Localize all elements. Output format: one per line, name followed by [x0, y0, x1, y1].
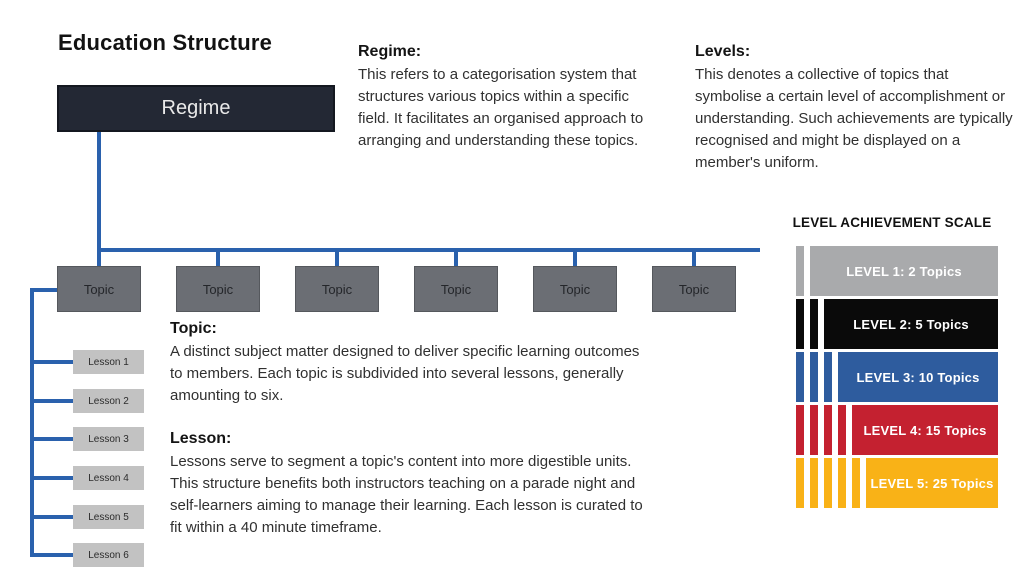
- ribbon-stripe: [838, 458, 846, 508]
- lesson-node-label: Lesson 4: [88, 472, 129, 484]
- ribbon-stripe: [796, 458, 804, 508]
- lesson-node-label: Lesson 5: [88, 511, 129, 523]
- regime-definition-body: This refers to a categorisation system t…: [358, 66, 644, 149]
- connector-topics-horizontal: [97, 248, 760, 252]
- connector-lesson-tree-vertical: [30, 288, 34, 557]
- topic-node-label: Topic: [202, 281, 234, 297]
- connector-stub-lesson-5: [34, 515, 73, 519]
- topic-node-label: Topic: [440, 281, 472, 297]
- level-5-bar: LEVEL 5: 25 Topics: [866, 458, 998, 508]
- level-1-bar: LEVEL 1: 2 Topics: [810, 246, 998, 296]
- ribbon-stripe: [824, 458, 832, 508]
- connector-stub-topic-3: [335, 250, 339, 268]
- regime-node: Regime: [57, 85, 335, 132]
- level-5-bar-label: LEVEL 5: 25 Topics: [870, 475, 994, 491]
- ribbon-stripe: [796, 299, 804, 349]
- levels-definition-heading: Levels:: [695, 43, 751, 60]
- level-1-bar-label: LEVEL 1: 2 Topics: [846, 263, 962, 279]
- connector-stub-topic-5: [573, 250, 577, 268]
- lesson-definition-block: Lesson: Lessons serve to segment a topic…: [170, 430, 656, 539]
- lesson-node-label: Lesson 2: [88, 395, 129, 407]
- regime-node-label: Regime: [161, 97, 231, 119]
- ribbon-stripe: [810, 352, 818, 402]
- level-4-bar: LEVEL 4: 15 Topics: [852, 405, 998, 455]
- ribbon-stripe: [810, 405, 818, 455]
- lesson-node-label: Lesson 6: [88, 549, 129, 561]
- level-3-bar-label: LEVEL 3: 10 Topics: [856, 369, 980, 385]
- levels-definition-body: This denotes a collective of topics that…: [695, 66, 1013, 171]
- regime-definition-heading: Regime:: [358, 43, 422, 60]
- scale-row-level-2: LEVEL 2: 5 Topics: [796, 299, 998, 349]
- topic-node-4: Topic: [414, 266, 498, 312]
- lesson-node-label: Lesson 1: [88, 356, 129, 368]
- connector-stub-topic-6: [692, 250, 696, 268]
- connector-stub-lesson-3: [34, 437, 73, 441]
- ribbon-stripe: [810, 458, 818, 508]
- level-2-bar: LEVEL 2: 5 Topics: [824, 299, 998, 349]
- topic-definition-body: A distinct subject matter designed to de…: [170, 343, 640, 404]
- ribbon-stripe: [796, 405, 804, 455]
- topic-node-label: Topic: [559, 281, 591, 297]
- topic-node-label: Topic: [83, 281, 115, 297]
- regime-definition-block: Regime: This refers to a categorisation …: [358, 43, 654, 152]
- connector-stub-topic-4: [454, 250, 458, 268]
- lesson-node-3: Lesson 3: [73, 427, 144, 451]
- connector-stub-lesson-4: [34, 476, 73, 480]
- ribbon-stripe: [810, 299, 818, 349]
- level-achievement-scale-title: LEVEL ACHIEVEMENT SCALE: [792, 215, 992, 230]
- lesson-definition-body: Lessons serve to segment a topic's conte…: [170, 453, 643, 536]
- lesson-node-2: Lesson 2: [73, 389, 144, 413]
- page-title: Education Structure: [58, 30, 273, 55]
- level-achievement-scale: LEVEL 1: 2 Topics LEVEL 2: 5 Topics LEVE…: [796, 246, 998, 508]
- topic-node-label: Topic: [321, 281, 353, 297]
- level-2-bar-label: LEVEL 2: 5 Topics: [853, 316, 969, 332]
- topic-definition-block: Topic: A distinct subject matter designe…: [170, 320, 656, 407]
- ribbon-stripe: [796, 352, 804, 402]
- connector-regime-to-topic-1: [97, 130, 101, 268]
- level-3-bar: LEVEL 3: 10 Topics: [838, 352, 998, 402]
- level-4-bar-label: LEVEL 4: 15 Topics: [863, 422, 987, 438]
- scale-row-level-5: LEVEL 5: 25 Topics: [796, 458, 998, 508]
- ribbon-stripe: [824, 352, 832, 402]
- lesson-node-4: Lesson 4: [73, 466, 144, 490]
- lesson-node-label: Lesson 3: [88, 433, 129, 445]
- lesson-node-5: Lesson 5: [73, 505, 144, 529]
- connector-stub-topic-2: [216, 250, 220, 268]
- connector-topic1-to-lesson-tree: [30, 288, 58, 292]
- topic-node-2: Topic: [176, 266, 260, 312]
- lesson-node-1: Lesson 1: [73, 350, 144, 374]
- scale-row-level-1: LEVEL 1: 2 Topics: [796, 246, 998, 296]
- topic-node-1: Topic: [57, 266, 141, 312]
- lesson-node-6: Lesson 6: [73, 543, 144, 567]
- ribbon-stripe: [852, 458, 860, 508]
- topic-node-3: Topic: [295, 266, 379, 312]
- ribbon-stripe: [838, 405, 846, 455]
- topic-node-5: Topic: [533, 266, 617, 312]
- topic-node-label: Topic: [678, 281, 710, 297]
- scale-row-level-3: LEVEL 3: 10 Topics: [796, 352, 998, 402]
- ribbon-stripe: [796, 246, 804, 296]
- topic-node-6: Topic: [652, 266, 736, 312]
- scale-row-level-4: LEVEL 4: 15 Topics: [796, 405, 998, 455]
- topic-definition-heading: Topic:: [170, 320, 217, 337]
- ribbon-stripe: [824, 405, 832, 455]
- connector-stub-lesson-1: [34, 360, 73, 364]
- levels-definition-block: Levels: This denotes a collective of top…: [695, 43, 1013, 174]
- connector-stub-lesson-2: [34, 399, 73, 403]
- lesson-definition-heading: Lesson:: [170, 430, 232, 447]
- connector-stub-lesson-6: [34, 553, 73, 557]
